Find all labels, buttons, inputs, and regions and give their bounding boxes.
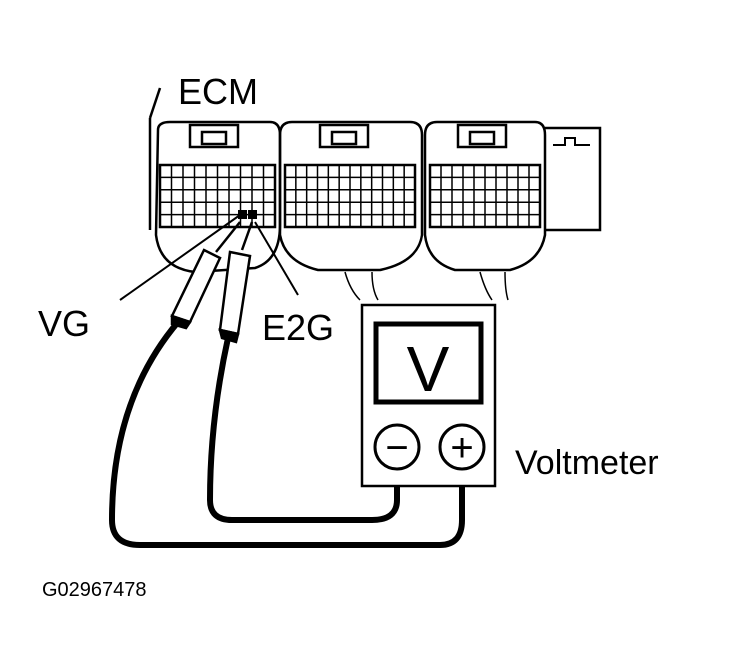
- voltmeter-symbol: V: [407, 333, 450, 405]
- negative-terminal: [373, 423, 421, 471]
- meter-leads: [108, 319, 465, 548]
- minus-sign: −: [385, 426, 408, 470]
- ecm-unit: [148, 87, 602, 232]
- ecm-connector-3: [423, 120, 547, 301]
- figure-id: G02967478: [42, 579, 147, 601]
- leader-lines: [119, 214, 299, 301]
- plus-sign: +: [450, 426, 473, 470]
- e2g-terminal: [248, 210, 257, 219]
- voltmeter-label: Voltmeter: [515, 444, 659, 482]
- voltmeter: V − +: [360, 303, 497, 488]
- positive-terminal: [438, 423, 486, 471]
- vg-terminal: [238, 210, 247, 219]
- vg-label: VG: [38, 303, 90, 344]
- e2g-probe: [218, 221, 254, 344]
- voltmeter-display: [373, 321, 484, 405]
- ecm-label: ECM: [178, 71, 258, 112]
- e2g-label: E2G: [262, 307, 334, 348]
- ecm-connector-2: [278, 120, 424, 301]
